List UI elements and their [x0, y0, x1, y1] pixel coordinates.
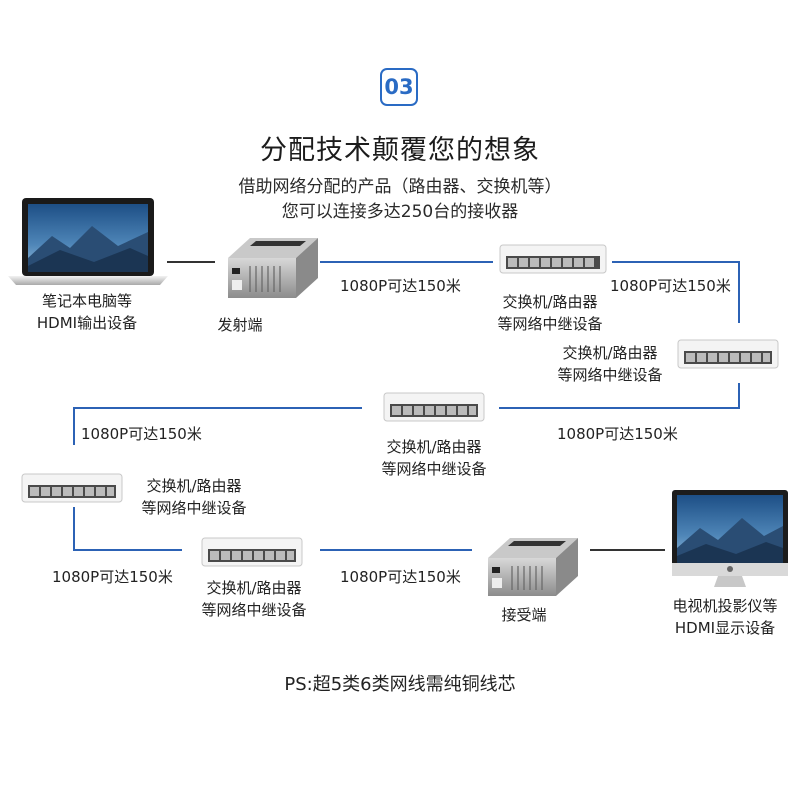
transmitter-label: 发射端: [217, 316, 263, 334]
switch-2-label: 交换机/路由器 等网络中继设备: [540, 342, 680, 386]
switch-1-label: 交换机/路由器 等网络中继设备: [480, 291, 620, 335]
laptop-label: 笔记本电脑等 HDMI输出设备: [22, 290, 152, 334]
monitor-label: 电视机投影仪等 HDMI显示设备: [655, 595, 795, 639]
switch-2-label-line-1: 交换机/路由器: [562, 344, 658, 362]
ps-note: PS:超5类6类网线需纯铜线芯: [284, 674, 516, 695]
switch-3-label-line-2: 等网络中继设备: [381, 460, 487, 478]
subtitle-line-1: 借助网络分配的产品（路由器、交换机等）: [238, 177, 562, 197]
switch-4-label-line-1: 交换机/路由器: [146, 477, 242, 495]
monitor-label-line-1: 电视机投影仪等: [672, 597, 778, 615]
laptop-label-line-2: HDMI输出设备: [36, 314, 138, 332]
monitor-label-line-2: HDMI显示设备: [674, 619, 776, 637]
switch-1-label-line-2: 等网络中继设备: [497, 315, 603, 333]
distance-label: 1080P可达150米: [340, 277, 461, 295]
switch-4-label-line-2: 等网络中继设备: [141, 499, 247, 517]
switch-5-label-line-2: 等网络中继设备: [201, 601, 307, 619]
distance-label: 1080P可达150米: [610, 277, 731, 295]
section-number-badge: 03: [380, 68, 418, 106]
switch-1-label-line-1: 交换机/路由器: [502, 293, 598, 311]
subtitle-line-2: 您可以连接多达250台的接收器: [281, 202, 519, 222]
switch-5-label-line-1: 交换机/路由器: [206, 579, 302, 597]
switch-5-label: 交换机/路由器 等网络中继设备: [184, 577, 324, 621]
switch-3-label-line-1: 交换机/路由器: [386, 438, 482, 456]
switch-4-label: 交换机/路由器 等网络中继设备: [124, 475, 264, 519]
distance-label: 1080P可达150米: [340, 568, 461, 586]
distance-label: 1080P可达150米: [52, 568, 173, 586]
receiver-label: 接受端: [501, 606, 547, 624]
laptop-label-line-1: 笔记本电脑等: [41, 292, 132, 310]
switch-3-label: 交换机/路由器 等网络中继设备: [364, 436, 504, 480]
distance-label: 1080P可达150米: [81, 425, 202, 443]
distance-label: 1080P可达150米: [557, 425, 678, 443]
switch-2-label-line-2: 等网络中继设备: [557, 366, 663, 384]
page-title: 分配技术颠覆您的想象: [260, 135, 540, 166]
